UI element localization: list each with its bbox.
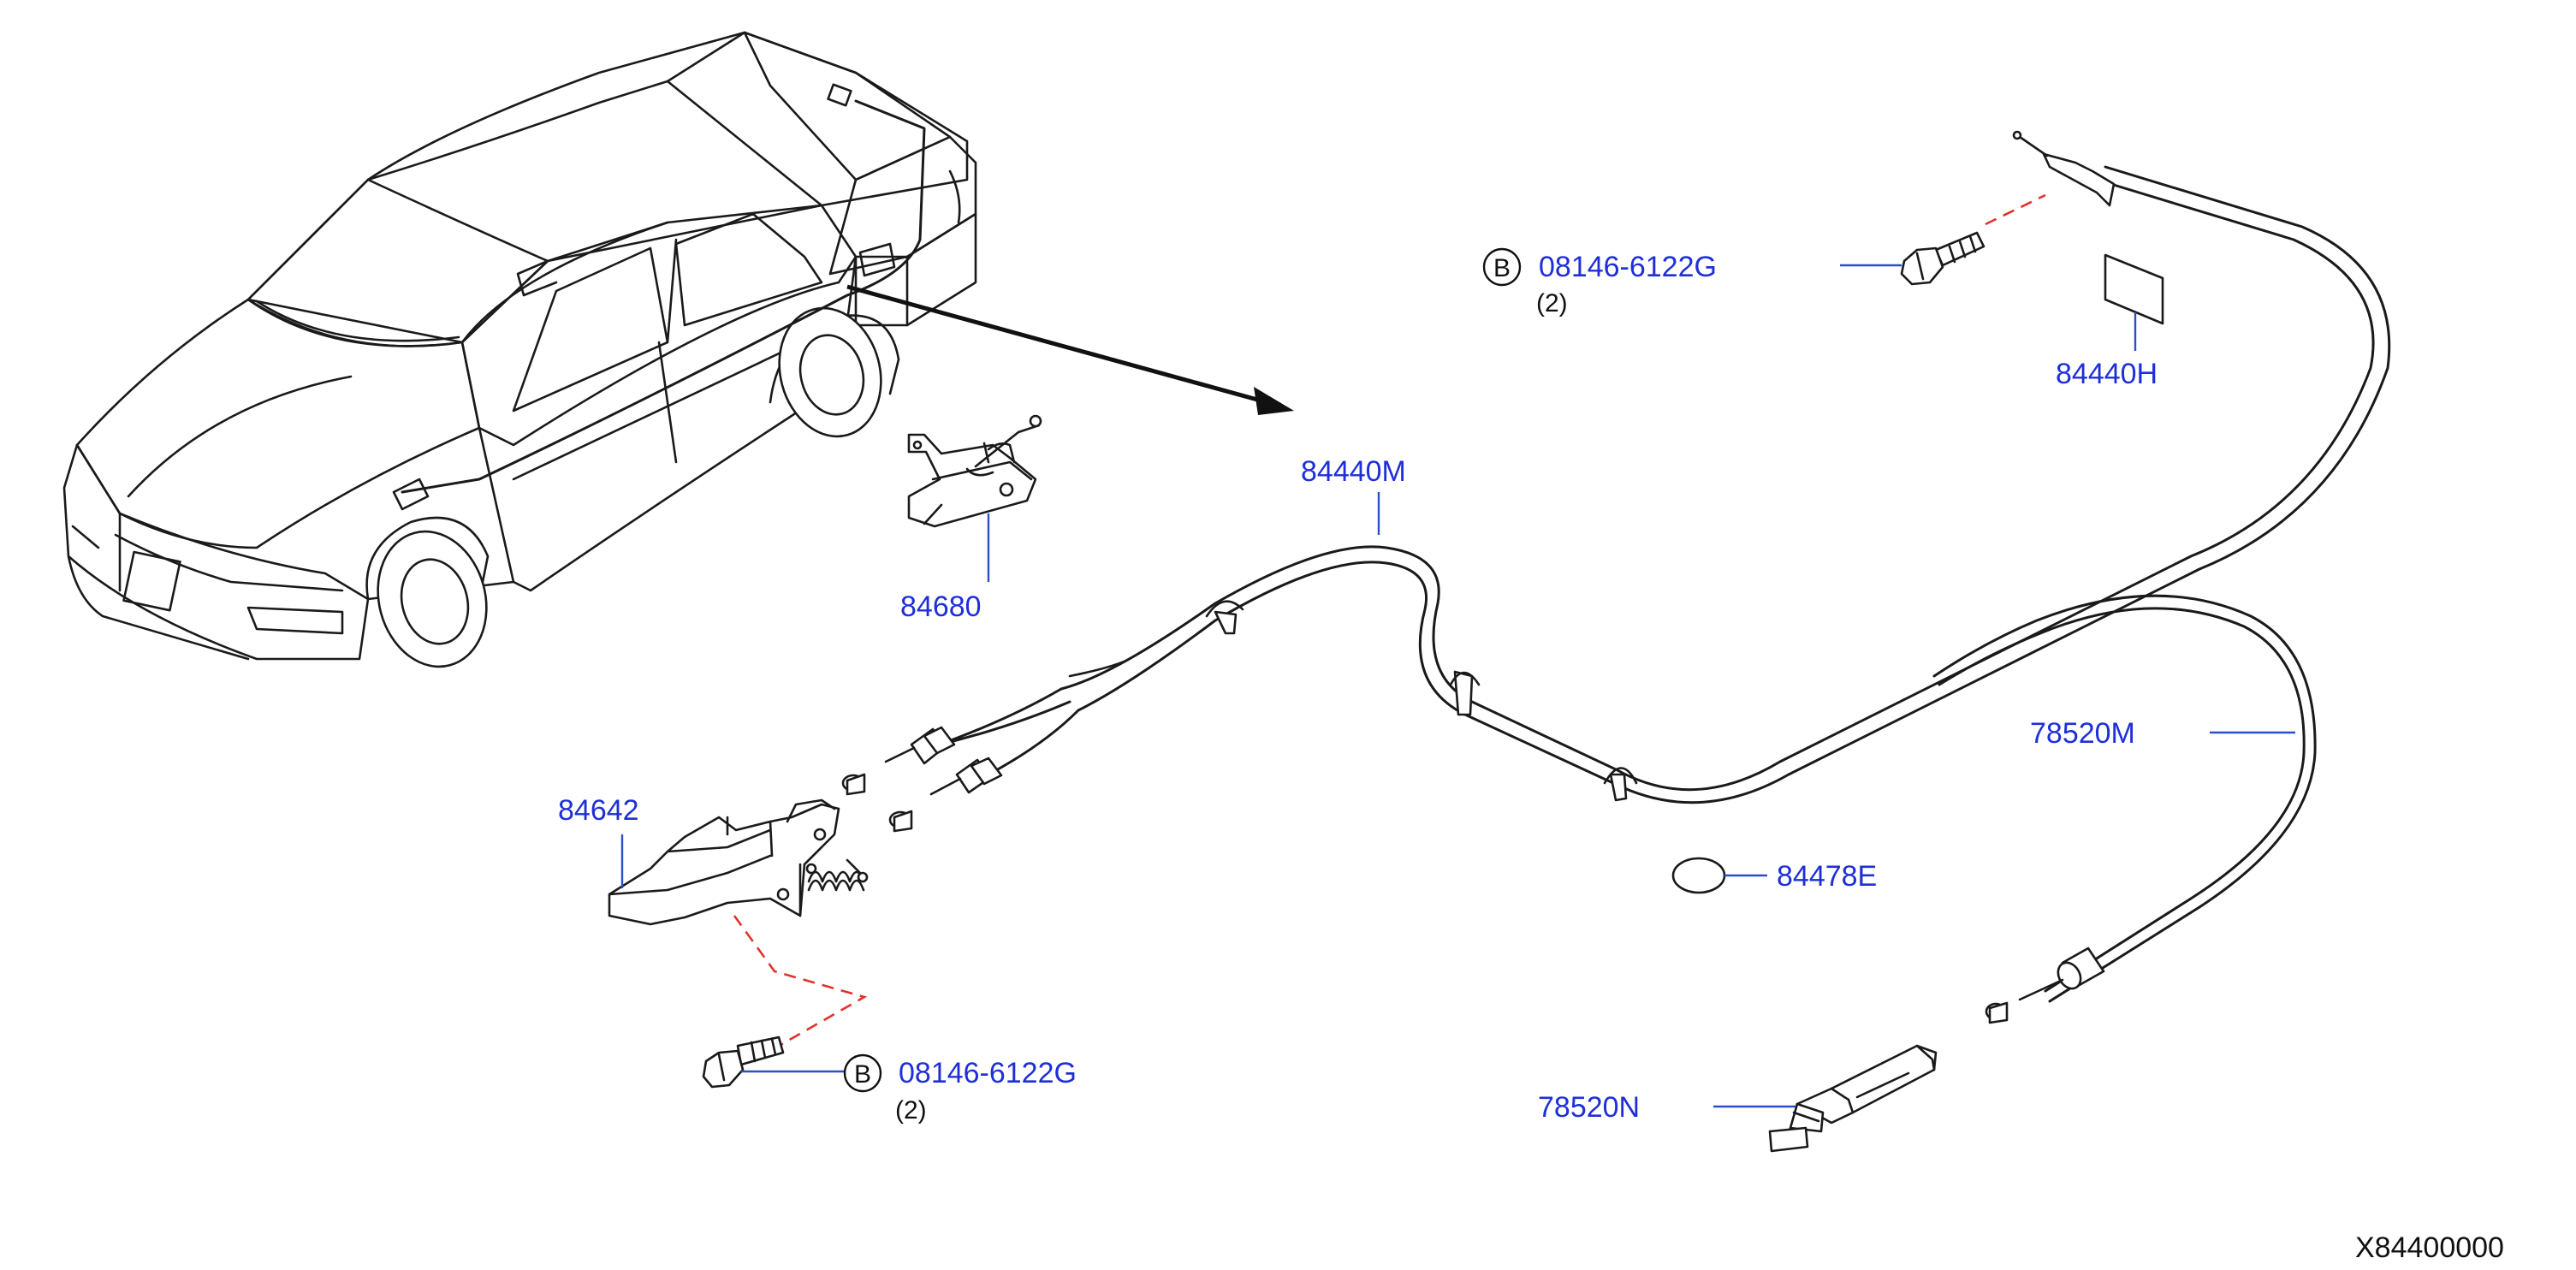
bolt-top-badge-letter: B <box>1493 254 1511 282</box>
grommet-84478E <box>1671 857 1726 894</box>
diagram-code: X84400000 <box>2355 1231 2504 1264</box>
fuel-lid-cable-78520M <box>1932 594 2317 1024</box>
part-label-84478E: 84478E <box>1777 860 1877 893</box>
part-label-84642: 84642 <box>558 794 639 827</box>
bolt-top <box>1900 231 1985 286</box>
part-label-84680: 84680 <box>900 590 982 623</box>
bolt-guide-top <box>1985 193 2046 226</box>
part-label-84440M: 84440M <box>1301 455 1406 488</box>
qty-bolt-top: (2) <box>1536 289 1568 318</box>
part-label-78520N: 78520N <box>1538 1091 1640 1124</box>
label-sticker-84440H <box>2104 253 2164 325</box>
fuel-lid-opener-78520N <box>1768 1044 1938 1153</box>
secondary-latch-84680 <box>907 414 1042 528</box>
qty-bolt-bottom: (2) <box>895 1096 927 1125</box>
bolt-bottom-badge-letter: B <box>854 1060 871 1089</box>
bolt-top-badge <box>1482 247 1522 287</box>
part-label-bolt-bottom: 08146-6122G <box>899 1057 1077 1089</box>
callout-arrow <box>846 284 1294 415</box>
hood-release-cable-84440M <box>841 130 2391 833</box>
vehicle-illustration <box>62 31 977 668</box>
bolt-guide-bottom <box>733 915 868 1050</box>
part-label-bolt-top: 08146-6122G <box>1539 251 1717 283</box>
part-label-84440H: 84440H <box>2056 358 2158 390</box>
part-label-78520M: 78520M <box>2030 717 2135 750</box>
hood-latch-84642 <box>608 798 869 926</box>
bolt-bottom-badge <box>843 1053 882 1093</box>
bolt-bottom <box>702 1036 785 1089</box>
